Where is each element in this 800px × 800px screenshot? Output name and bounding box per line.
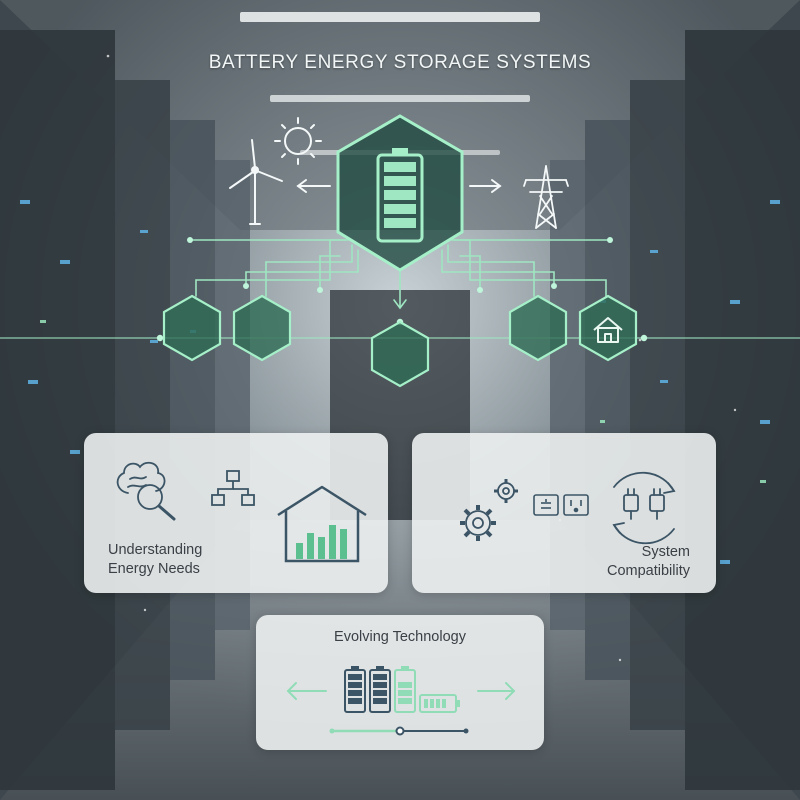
compatibility-label-line1: System — [641, 544, 690, 560]
power-tower-icon — [523, 165, 569, 229]
node-hexagon — [370, 320, 430, 388]
page-title: BATTERY ENERGY STORAGE SYSTEMS — [208, 52, 592, 73]
energy-needs-label-line1: Understanding — [108, 542, 203, 558]
node-hexagon — [232, 294, 292, 362]
home-icon — [593, 317, 623, 343]
brain-magnifier-icon — [116, 461, 176, 521]
wind-turbine-icon — [229, 139, 283, 225]
evolving-technology-label: Evolving Technology — [334, 629, 466, 645]
flow-arrows — [296, 179, 502, 193]
house-chart-icon — [277, 485, 367, 563]
node-hexagon — [508, 294, 568, 362]
progress-timeline — [329, 726, 469, 736]
battery-evolution-icon — [344, 666, 460, 713]
energy-needs-card: Understanding Energy Needs — [84, 433, 388, 593]
battery-hexagon — [336, 114, 464, 272]
left-arrow-icon — [286, 682, 327, 700]
evolving-technology-card: Evolving Technology — [256, 615, 544, 750]
sun-icon — [274, 117, 322, 165]
plug-socket-icon — [533, 494, 589, 516]
plug-cycle-icon — [612, 471, 676, 545]
compatibility-card: System Compatibility — [412, 433, 716, 593]
right-arrow-icon — [477, 682, 516, 700]
gears-icon — [460, 479, 518, 541]
energy-flow-diagram — [0, 114, 800, 388]
energy-needs-label-line2: Energy Needs — [108, 561, 200, 577]
compatibility-label-line2: Compatibility — [607, 563, 690, 579]
hierarchy-icon — [211, 470, 255, 506]
battery-icon — [376, 148, 424, 243]
node-hexagon — [162, 294, 222, 362]
